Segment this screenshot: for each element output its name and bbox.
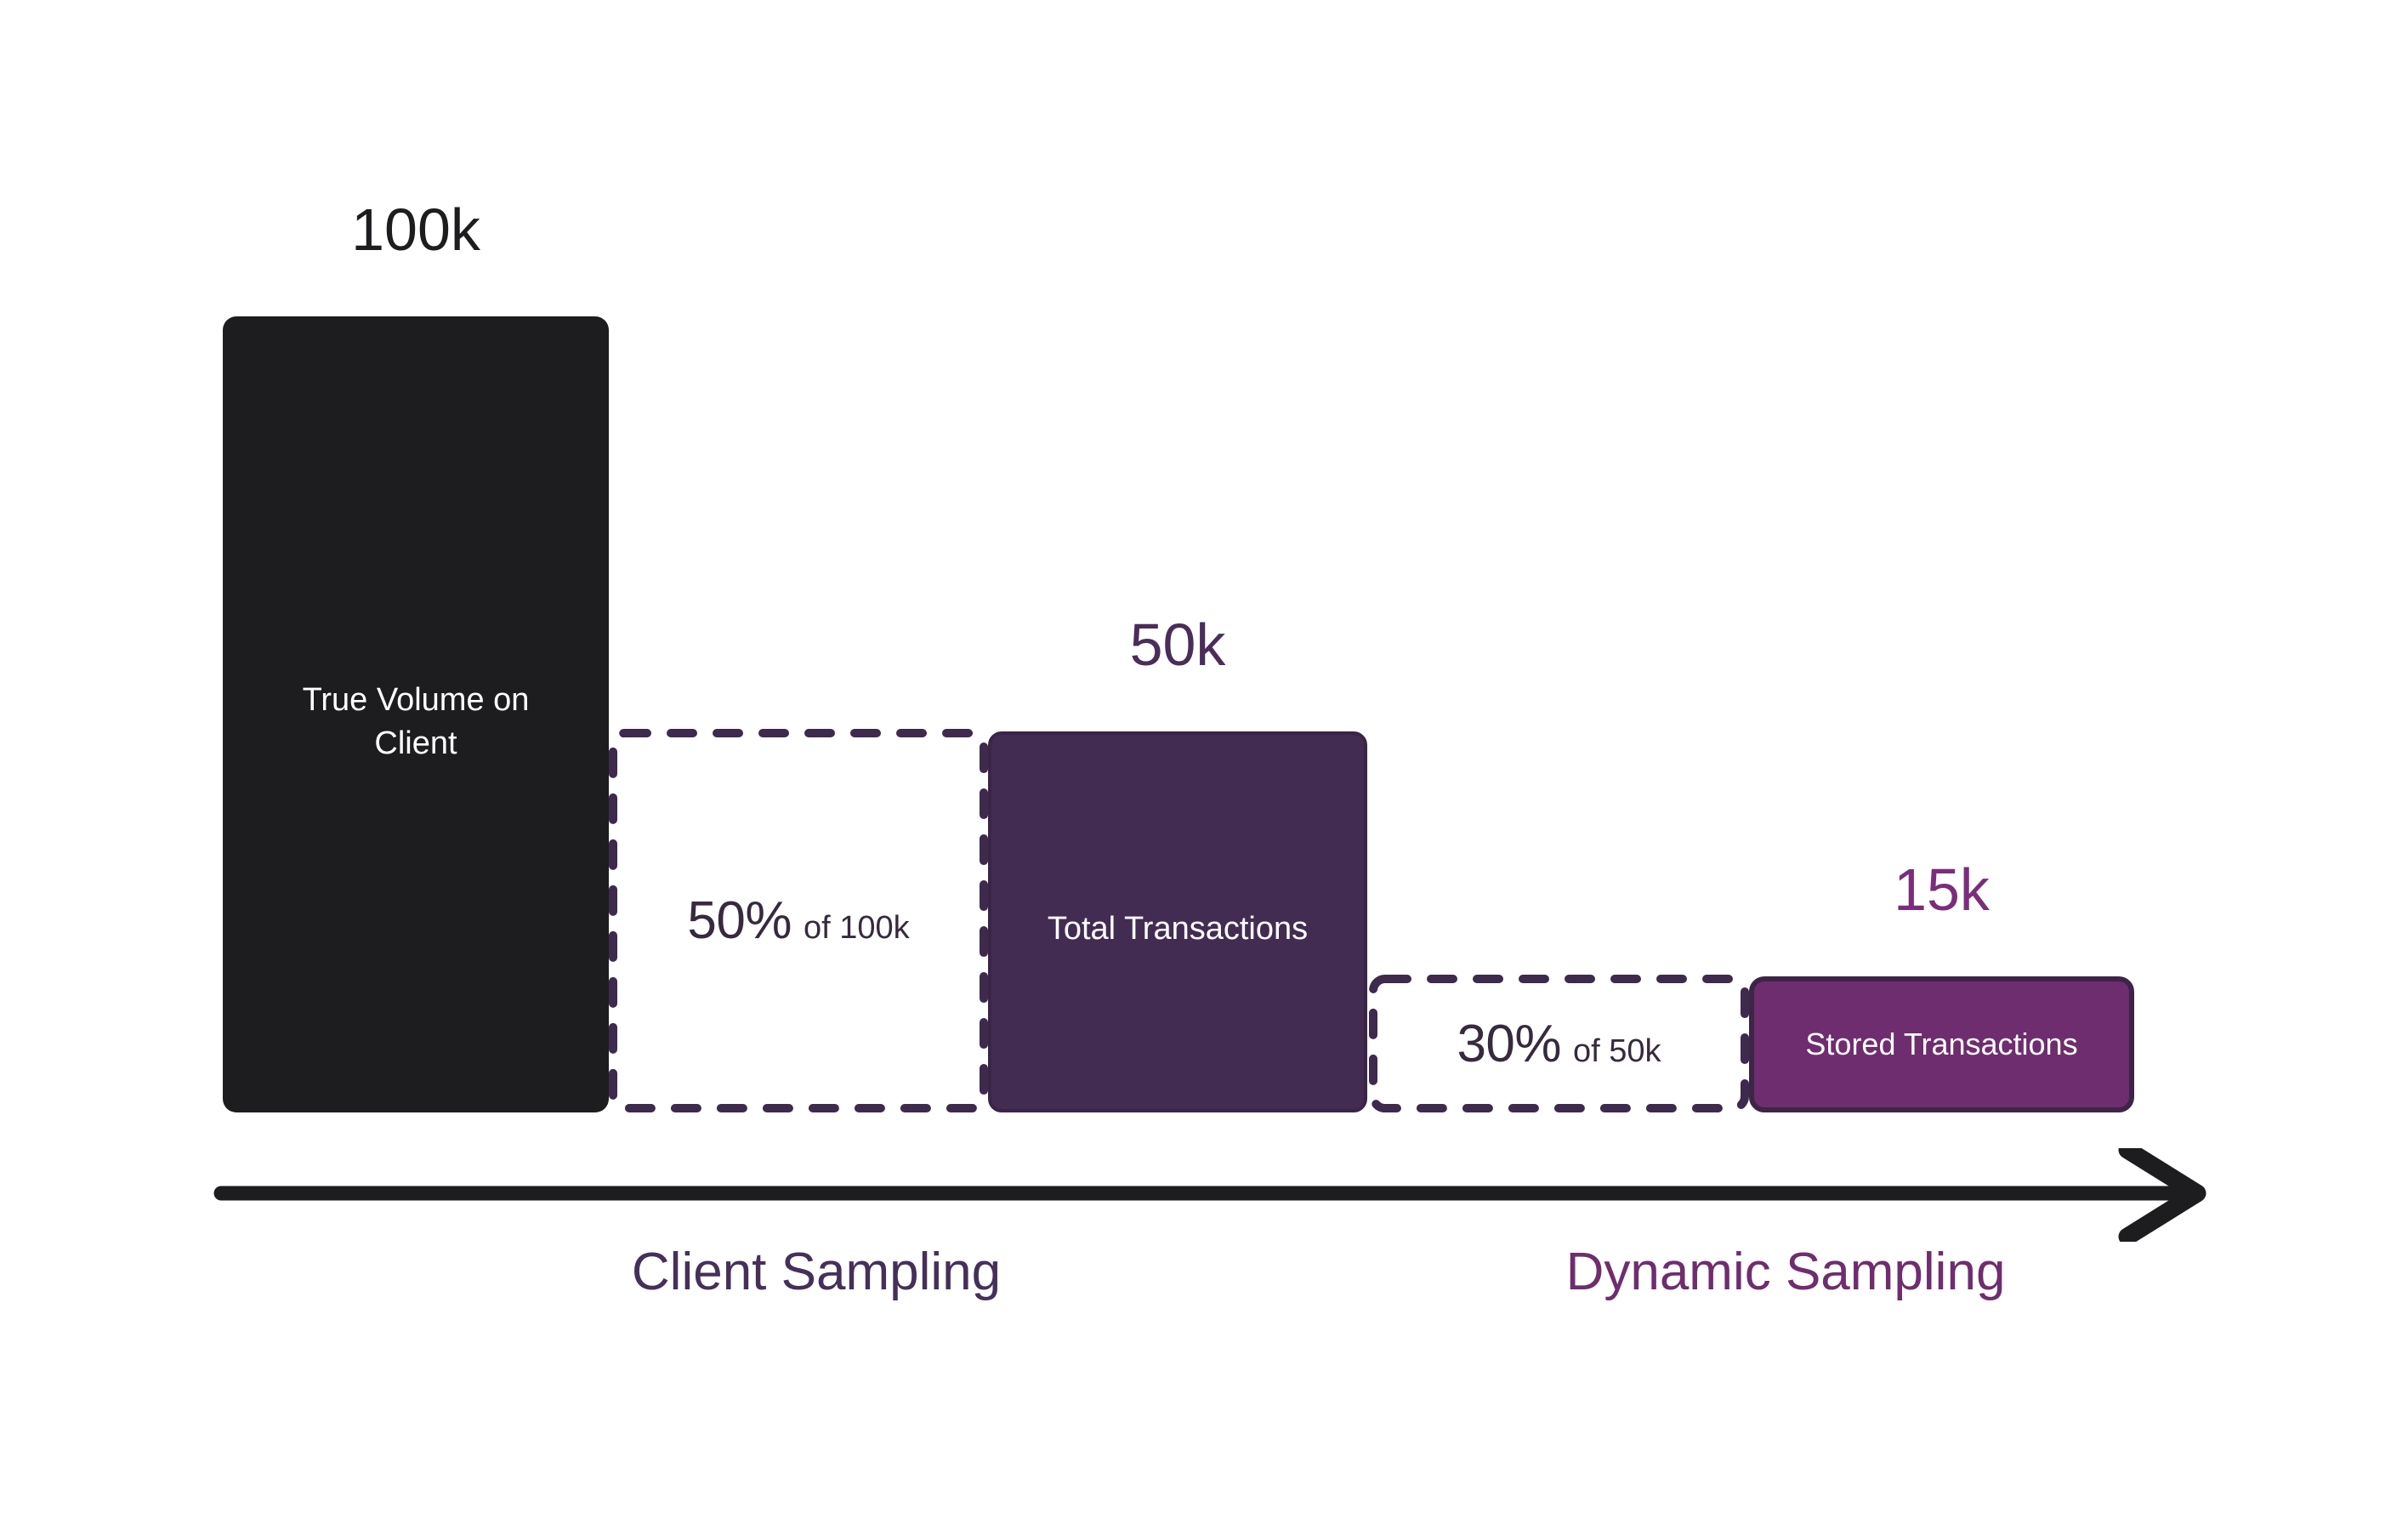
caption-client-sampling: Client Sampling <box>631 1243 1002 1301</box>
right-arrow-svg <box>213 1141 2206 1246</box>
client-sampling-rate-basis: of 100k <box>803 910 910 946</box>
client-sampling-rate-percent: 50% <box>687 891 792 950</box>
client-sampling-rate: 50% of 100k <box>687 890 909 951</box>
right-arrow-icon <box>213 1141 2211 1246</box>
bar-label-total-transactions: Total Transactions <box>1047 911 1309 947</box>
value-label-total-transactions: 50k <box>1129 612 1226 678</box>
bar-label-true-volume: True Volume on Client <box>302 682 530 762</box>
dashed-box-client-sampling: 50% of 100k <box>609 729 988 1112</box>
bar-true-volume-on-client: True Volume on Client <box>223 316 609 1112</box>
bar-label-stored-transactions: Stored Transactions <box>1805 1027 2078 1062</box>
caption-dynamic-sampling: Dynamic Sampling <box>1565 1243 2006 1301</box>
dashed-border-dynamic-sampling <box>1369 975 1749 1112</box>
bar-stored-transactions: Stored Transactions <box>1749 976 2134 1112</box>
value-label-stored-transactions: 15k <box>1894 856 1990 923</box>
dashed-box-dynamic-sampling: 30% of 50k <box>1369 975 1749 1112</box>
bar-total-transactions: Total Transactions <box>988 731 1367 1112</box>
dynamic-sampling-rate-basis: of 50k <box>1573 1033 1661 1069</box>
dynamic-sampling-rate: 30% of 50k <box>1457 1014 1661 1074</box>
value-label-true-volume: 100k <box>351 196 480 263</box>
dynamic-sampling-rate-percent: 30% <box>1457 1014 1562 1073</box>
